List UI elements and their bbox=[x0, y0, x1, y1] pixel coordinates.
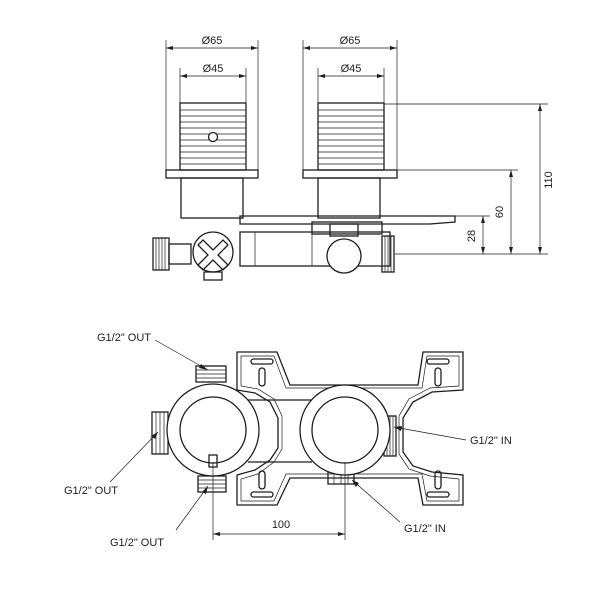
mount-slot bbox=[250, 358, 274, 365]
dim-label-100: 100 bbox=[272, 519, 290, 531]
dimension-110: 110 bbox=[384, 103, 555, 255]
right-handle-knurling bbox=[318, 109, 384, 165]
mount-slot bbox=[434, 367, 442, 387]
dimension-d65-left: Ø65 bbox=[165, 35, 259, 170]
mount-slot bbox=[250, 491, 274, 498]
front-view: G1/2" OUT G1/2" OUT G1/2" OUT G1/2" IN G… bbox=[64, 332, 512, 549]
mounting-plate-side bbox=[239, 215, 456, 225]
dim-label-d45-left: Ø45 bbox=[203, 63, 224, 75]
right-valve-boss bbox=[326, 238, 362, 274]
mount-slot bbox=[426, 491, 450, 498]
mounting-bracket bbox=[236, 351, 464, 506]
dim-label-d45-right: Ø45 bbox=[341, 63, 362, 75]
dimension-d65-right: Ø65 bbox=[302, 35, 398, 170]
indicator-dot bbox=[207, 131, 219, 143]
top-outlet-fitting bbox=[195, 365, 227, 383]
dim-label-110: 110 bbox=[543, 171, 555, 189]
dim-label-d65-right: Ø65 bbox=[340, 35, 361, 47]
callout-out-left: G1/2" OUT bbox=[64, 431, 159, 497]
side-view: Ø65 Ø45 Ø65 Ø45 bbox=[152, 35, 555, 281]
callout-in-bottom: G1/2" IN bbox=[351, 479, 446, 535]
dim-label-60: 60 bbox=[494, 206, 506, 218]
dimension-60: 60 bbox=[384, 169, 518, 254]
label-in-right: G1/2" IN bbox=[470, 435, 512, 447]
mount-slot bbox=[426, 358, 450, 365]
label-out-left: G1/2" OUT bbox=[64, 485, 118, 497]
dim-label-d65-left: Ø65 bbox=[202, 35, 223, 47]
mount-slot bbox=[258, 470, 266, 490]
dimension-d45-right: Ø45 bbox=[317, 63, 385, 103]
left-handle bbox=[165, 102, 259, 219]
dimension-d45-left: Ø45 bbox=[179, 63, 247, 103]
label-out-bottom: G1/2" OUT bbox=[110, 537, 164, 549]
bottom-outlet-fitting bbox=[197, 475, 227, 493]
dimension-28: 28 bbox=[455, 215, 490, 254]
right-handle bbox=[302, 102, 398, 219]
left-handle-knurling bbox=[180, 109, 246, 165]
callout-in-right: G1/2" IN bbox=[393, 426, 512, 447]
dimension-100: 100 bbox=[212, 462, 346, 540]
left-cross-valve bbox=[192, 231, 234, 281]
left-outlet-fitting bbox=[151, 411, 169, 455]
dim-label-28: 28 bbox=[466, 230, 478, 242]
callout-out-top: G1/2" OUT bbox=[97, 332, 209, 371]
left-outlet-fitting-side bbox=[152, 237, 192, 271]
callout-out-bottom: G1/2" OUT bbox=[110, 485, 209, 549]
connecting-pipe bbox=[248, 399, 312, 463]
mount-slot bbox=[434, 470, 442, 490]
label-in-bottom: G1/2" IN bbox=[404, 523, 446, 535]
mount-slot bbox=[258, 367, 266, 387]
right-valve-body bbox=[299, 384, 391, 476]
valve-body-side bbox=[239, 221, 395, 274]
label-out-top: G1/2" OUT bbox=[97, 332, 151, 344]
